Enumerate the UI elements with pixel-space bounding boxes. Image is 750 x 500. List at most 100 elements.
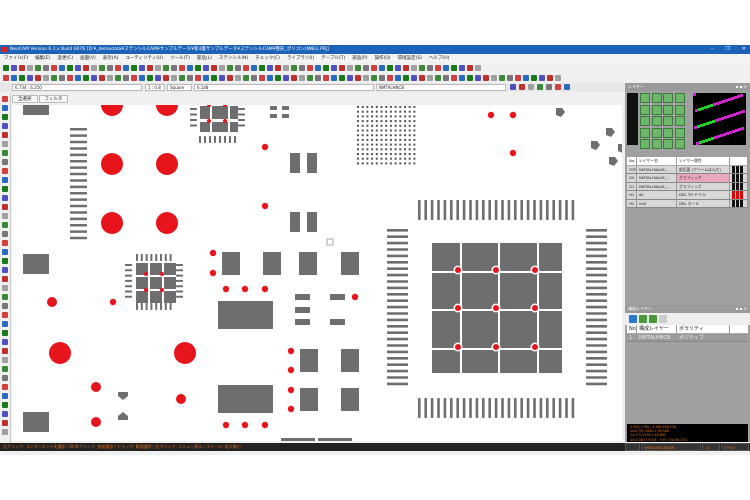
layer-visibility-toggle[interactable] <box>732 174 735 182</box>
bga-dot[interactable] <box>380 153 383 155</box>
menu-item[interactable]: 変更(C) <box>57 56 74 61</box>
layer-tool-button[interactable] <box>651 139 662 149</box>
bga-dot[interactable] <box>366 120 369 123</box>
qfp-pin[interactable] <box>387 261 408 264</box>
via[interactable] <box>455 344 461 350</box>
bga-dot[interactable] <box>413 134 416 137</box>
bga-dot[interactable] <box>408 162 411 165</box>
bga-dot[interactable] <box>399 124 402 127</box>
connector-pin[interactable] <box>70 140 87 144</box>
qfn-pin[interactable] <box>190 113 197 116</box>
toolbar-button[interactable] <box>171 65 177 71</box>
qfp-pin[interactable] <box>387 357 408 360</box>
toolbar-button[interactable] <box>519 84 525 90</box>
toolbar-button[interactable] <box>259 75 265 81</box>
toolbar-button[interactable] <box>539 75 545 81</box>
fiducial-marker[interactable] <box>326 238 334 246</box>
via[interactable] <box>160 288 164 292</box>
bga-dot[interactable] <box>380 120 383 123</box>
toolbar-button[interactable] <box>547 75 553 81</box>
layer-tool-button[interactable] <box>640 139 650 149</box>
bga-dot[interactable] <box>408 110 411 113</box>
bga-dot[interactable] <box>399 106 402 108</box>
toolbar-button[interactable] <box>163 65 169 71</box>
qfp-pin[interactable] <box>387 305 408 309</box>
qfp-pin[interactable] <box>450 398 453 418</box>
pad-rect[interactable] <box>341 349 359 372</box>
bga-dot[interactable] <box>389 143 392 146</box>
toolbar-button[interactable] <box>315 75 321 81</box>
via[interactable] <box>91 382 101 392</box>
toolbar-button[interactable] <box>243 65 249 71</box>
qfn-pin[interactable] <box>164 254 167 261</box>
toolbar-button[interactable] <box>91 75 97 81</box>
bga-dot[interactable] <box>389 115 392 118</box>
qfp-pin[interactable] <box>565 200 568 220</box>
bga-dot[interactable] <box>408 129 411 132</box>
toolbar-button[interactable] <box>323 65 329 71</box>
connector-pin[interactable] <box>70 172 87 176</box>
toolbar-button[interactable] <box>203 65 209 71</box>
bga-dot[interactable] <box>385 162 388 165</box>
via[interactable] <box>261 143 269 151</box>
qfp-pin[interactable] <box>443 398 447 418</box>
toolbar-button[interactable] <box>379 75 385 81</box>
qfp-pin[interactable] <box>387 363 408 366</box>
qfp-pin[interactable] <box>387 229 408 232</box>
pad-rect[interactable] <box>270 106 277 110</box>
qfn-pin[interactable] <box>209 136 211 143</box>
composite-add-icon[interactable] <box>629 315 637 323</box>
toolbar-button[interactable] <box>2 213 8 219</box>
layer-tool-button[interactable] <box>663 139 673 149</box>
toolbar-button[interactable] <box>35 65 41 71</box>
bga-dot[interactable] <box>394 138 397 141</box>
large-hole[interactable] <box>174 342 196 364</box>
qfp-pin[interactable] <box>558 200 562 220</box>
bga-dot[interactable] <box>375 134 378 137</box>
toolbar-button[interactable] <box>307 65 313 71</box>
toolbar-button[interactable] <box>2 249 8 255</box>
toolbar-button[interactable] <box>59 65 65 71</box>
toolbar-button[interactable] <box>107 65 113 71</box>
toolbar-button[interactable] <box>83 65 89 71</box>
bga-dot[interactable] <box>375 106 378 108</box>
tab-select-all[interactable]: 全選択 <box>12 94 38 103</box>
bga-dot[interactable] <box>380 106 383 108</box>
toolbar-button[interactable] <box>219 75 225 81</box>
toolbar-button[interactable] <box>59 75 65 81</box>
via[interactable] <box>532 344 538 350</box>
qfn-pin[interactable] <box>125 279 132 282</box>
layer-tool-button[interactable] <box>663 116 673 126</box>
toolbar-button[interactable] <box>131 75 137 81</box>
toolbar-button[interactable] <box>35 75 41 81</box>
bga-dot[interactable] <box>408 134 411 137</box>
toolbar-button[interactable] <box>11 65 17 71</box>
pad-rect[interactable] <box>263 252 281 275</box>
qfp-pin[interactable] <box>501 398 504 418</box>
qfp-pin[interactable] <box>488 200 491 220</box>
layer-visibility-toggle[interactable] <box>736 191 739 199</box>
center-pad[interactable] <box>539 350 562 373</box>
bga-dot[interactable] <box>371 129 374 132</box>
bga-dot[interactable] <box>357 106 359 108</box>
toolbar-button[interactable] <box>379 65 385 71</box>
toolbar-button[interactable] <box>3 75 9 81</box>
qfn-pin[interactable] <box>190 108 197 110</box>
qfn-pin[interactable] <box>190 124 197 127</box>
bga-dot[interactable] <box>380 143 383 146</box>
bga-dot[interactable] <box>385 153 388 155</box>
qfn-pin[interactable] <box>155 303 158 310</box>
bga-dot[interactable] <box>366 134 369 137</box>
large-hole[interactable] <box>156 105 178 116</box>
qfp-pin[interactable] <box>520 200 523 220</box>
bga-dot[interactable] <box>380 162 383 165</box>
toolbar-button[interactable] <box>2 186 8 192</box>
connector-pin[interactable] <box>70 192 87 195</box>
toolbar-button[interactable] <box>43 75 49 81</box>
large-hole[interactable] <box>101 105 123 116</box>
layer-tool-button[interactable] <box>651 127 662 138</box>
bga-dot[interactable] <box>404 124 406 127</box>
toolbar-button[interactable] <box>195 75 201 81</box>
toolbar-button[interactable] <box>2 195 8 201</box>
qfp-pin[interactable] <box>586 229 607 232</box>
